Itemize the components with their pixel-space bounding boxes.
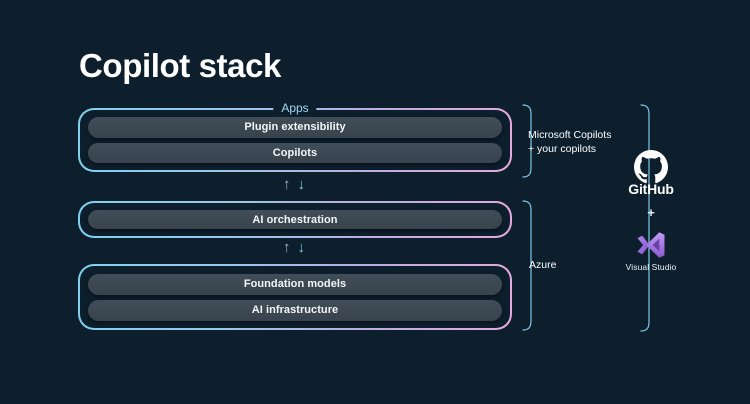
arrow-up-icon: ↑ — [283, 176, 291, 193]
annotation-microsoft-copilots: Microsoft Copilots + your copilots — [528, 129, 612, 155]
pill-ai-orchestration[interactable]: AI orchestration — [88, 210, 502, 229]
pill-label: Copilots — [272, 146, 318, 159]
pill-plugin-extensibility[interactable]: Plugin extensibility — [88, 117, 502, 138]
github-label: GitHub — [628, 181, 674, 197]
pill-label: AI orchestration — [252, 213, 338, 226]
page-title: Copilot stack — [79, 47, 282, 84]
brace-tooling — [640, 104, 650, 332]
brace-copilots — [522, 104, 532, 178]
layer-foundation[interactable]: Foundation models AI infrastructure — [78, 264, 512, 330]
visual-studio-label: Visual Studio — [625, 262, 677, 272]
visual-studio-logo-block[interactable]: Visual Studio — [626, 229, 677, 272]
annotation-azure: Azure — [529, 259, 557, 271]
pill-foundation-models[interactable]: Foundation models — [88, 273, 502, 295]
visual-studio-icon — [637, 232, 665, 258]
pill-label: Foundation models — [243, 278, 347, 290]
plus-separator: + — [647, 205, 655, 220]
pill-copilots[interactable]: Copilots — [88, 142, 502, 163]
layer-apps-caption: Apps — [273, 99, 317, 117]
connector-apps-to-orchestration: ↑ ↓ — [283, 177, 305, 192]
tooling-logo-column: GitHub + — [612, 150, 690, 272]
github-logo-block[interactable]: GitHub — [628, 150, 674, 197]
connector-orchestration-to-foundation: ↑ ↓ — [283, 240, 305, 255]
pill-ai-infrastructure[interactable]: AI infrastructure — [88, 299, 502, 321]
github-icon — [634, 150, 668, 184]
arrow-up-icon: ↑ — [283, 239, 291, 256]
arrow-down-icon: ↓ — [297, 239, 306, 256]
pill-label: Plugin extensibility — [244, 121, 346, 134]
brace-azure — [522, 200, 532, 331]
arrow-down-icon: ↓ — [297, 176, 306, 193]
layer-apps[interactable]: Plugin extensibility Copilots — [78, 108, 512, 172]
layer-ai-orchestration[interactable]: AI orchestration — [78, 201, 512, 238]
pill-label: AI infrastructure — [251, 304, 339, 316]
